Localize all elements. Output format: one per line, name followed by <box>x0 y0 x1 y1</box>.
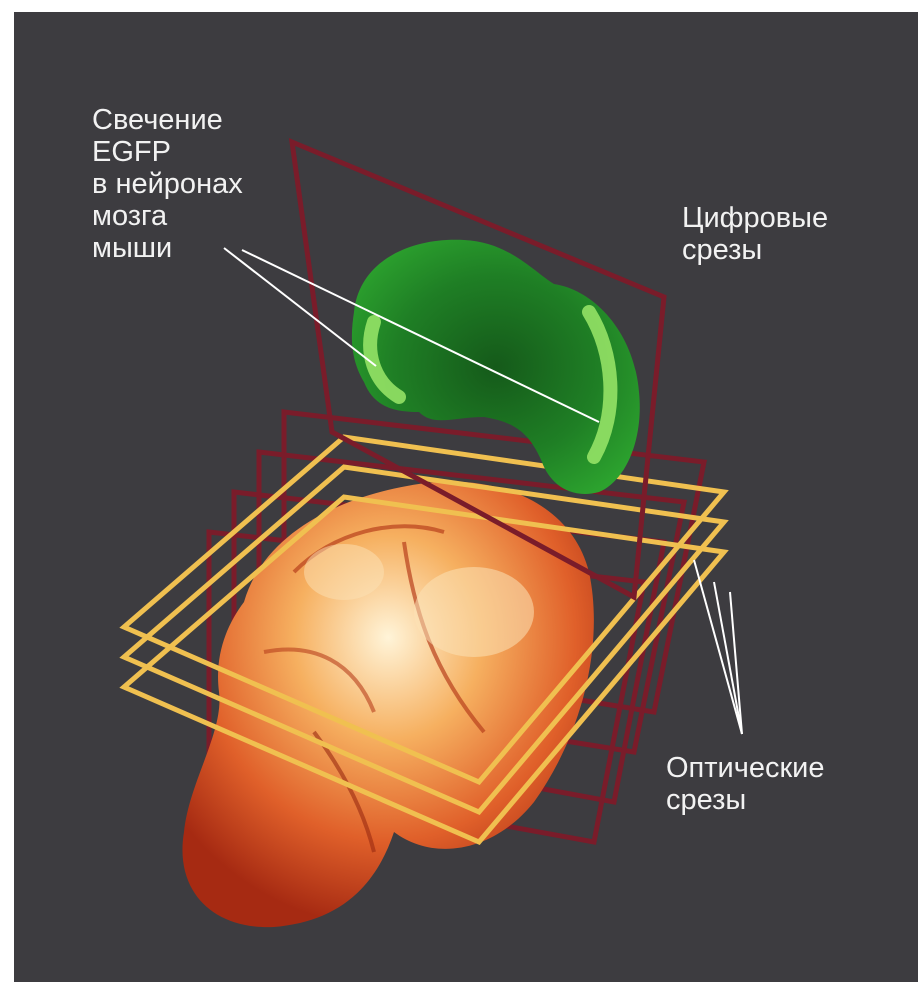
optical-slices-label: Оптические срезы <box>666 752 825 816</box>
label-line: мозга <box>92 200 243 232</box>
label-line: мыши <box>92 232 243 264</box>
egfp-label: Свечение EGFP в нейронах мозга мыши <box>92 104 243 264</box>
label-line: EGFP <box>92 136 243 168</box>
leader-line <box>714 582 742 734</box>
digital-slices-label: Цифровые срезы <box>682 202 828 266</box>
leader-line <box>224 248 376 366</box>
label-line: Оптические <box>666 752 825 784</box>
brain-rendering <box>182 482 593 928</box>
label-line: в нейронах <box>92 168 243 200</box>
label-line: срезы <box>666 784 825 816</box>
label-line: срезы <box>682 234 828 266</box>
figure: Свечение EGFP в нейронах мозга мыши Цифр… <box>14 12 918 982</box>
label-line: Цифровые <box>682 202 828 234</box>
label-line: Свечение <box>92 104 243 136</box>
